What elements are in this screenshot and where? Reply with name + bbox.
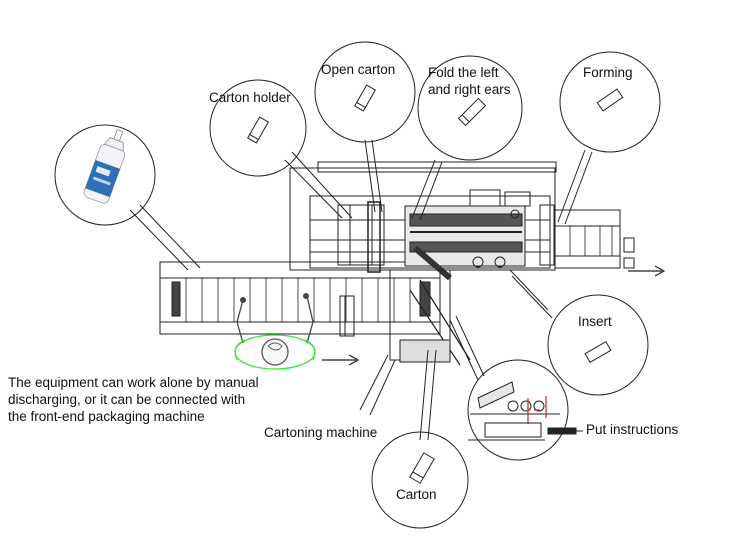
label-insert: Insert [578,314,612,329]
carton-blank-icon [457,97,487,127]
callout-lines [129,139,593,441]
carton-blank-icon [353,84,377,112]
label-cartoning-machine: Cartoning machine [264,425,378,440]
flow-arrow-icon [628,265,666,277]
label-fold-ears: Fold the left and right ears [428,65,511,97]
output-section [554,209,635,269]
carton-blank-icon [409,452,435,484]
carton-blank-icon [596,88,624,112]
flow-arrow-icon [322,354,360,366]
label-put-instructions: Put instructions [586,422,679,437]
label-equipment-note: The equipment can work alone by manual d… [8,375,259,424]
carton-blank-icon [584,340,612,364]
callout-circle-open-carton [314,41,416,143]
operator-icon [234,293,316,370]
label-carton-holder: Carton holder [209,90,291,105]
label-open-carton: Open carton [321,62,396,77]
machine-body [289,161,557,366]
feed-conveyor [159,261,441,335]
callout-circle-product [54,124,156,226]
callout-circle-put-instructions [467,359,569,461]
callout-circle-insert [547,294,649,396]
bottle-icon [83,129,126,204]
callout-circle-carton [371,431,469,529]
label-forming: Forming [583,65,633,80]
label-carton: Carton [396,487,437,502]
instruction-marks [527,396,547,424]
callout-circle-forming [559,51,661,153]
instruction-feeder [468,381,583,441]
callout-circle-carton-holder [209,79,307,177]
carton-blank-icon [246,116,270,144]
callout-circle-fold-ears [417,55,523,161]
